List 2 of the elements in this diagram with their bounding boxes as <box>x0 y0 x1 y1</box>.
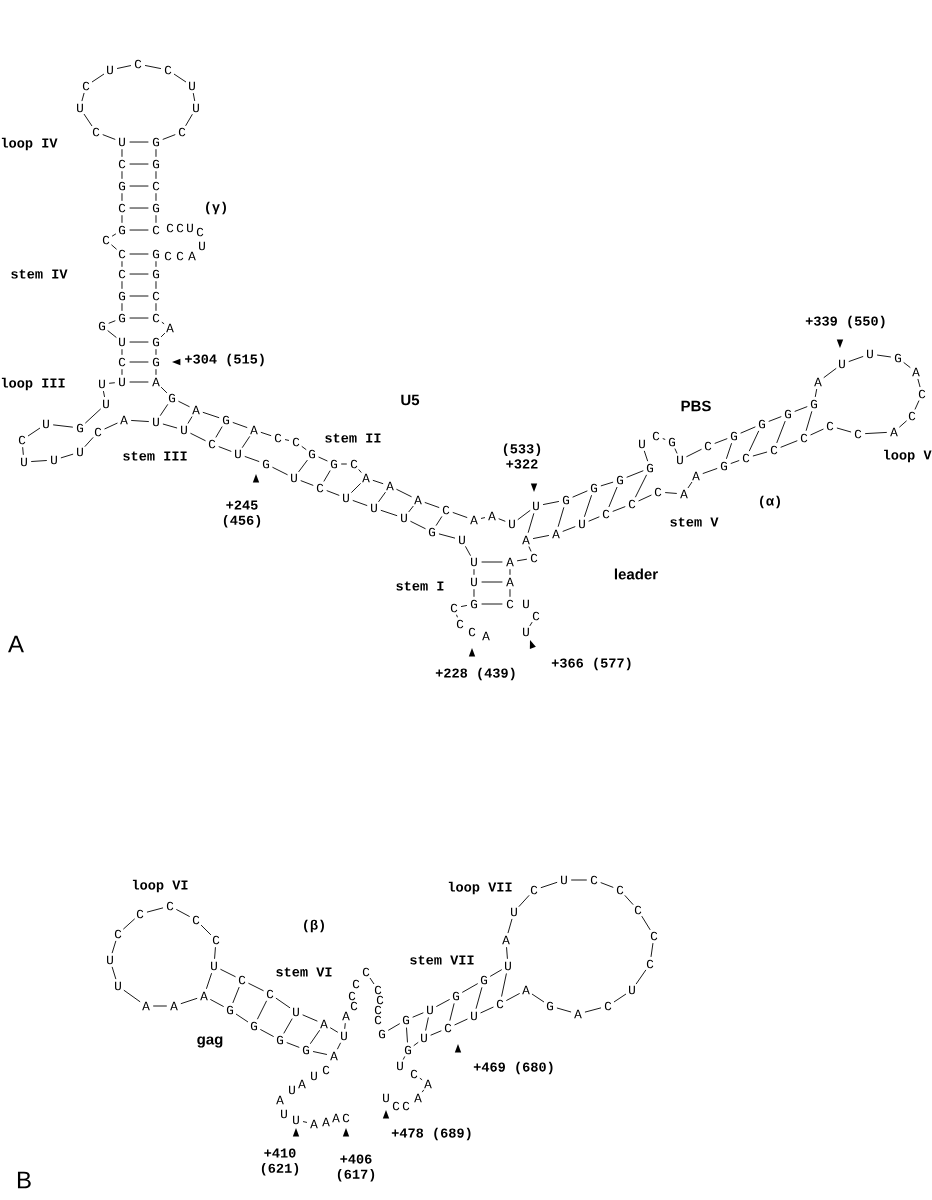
panel-label: B <box>17 1171 31 1189</box>
panel-label: A <box>8 635 24 653</box>
